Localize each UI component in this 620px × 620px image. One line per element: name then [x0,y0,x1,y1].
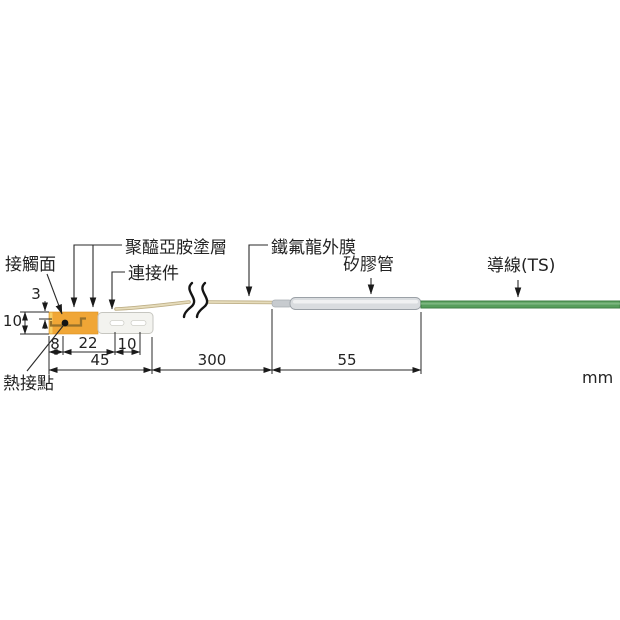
length-break-symbol [182,281,209,319]
connector-leader [108,271,125,310]
dimension-value-22: 22 [78,334,97,352]
hot-junction-dot [61,319,69,327]
vertical-dimensions: 10 3 [3,285,52,335]
dimension-value-8: 8 [50,335,60,353]
tube-highlight [293,300,418,304]
contact-surface-leader [46,273,63,315]
silicone-tube-label: 矽膠管 [343,255,394,275]
silicone-tube-part [271,297,422,310]
lead-wire-part [420,300,620,309]
dimension-value-10-slot: 10 [117,335,136,353]
horizontal-dimensions: 8 22 10 45 300 55 [48,309,422,374]
connector-part [97,312,154,334]
tube-neck [271,299,293,308]
polyimide-coating-label: 聚醯亞胺塗層 [125,237,227,258]
break-squiggle-icon [182,281,196,319]
teflon-wire [114,300,276,311]
unit-label-mm: mm [582,368,613,387]
dimension-value-55: 55 [337,351,356,369]
dimension-value-300: 300 [198,351,227,369]
connector-slot [130,320,147,326]
dimension-value-10-height: 10 [3,312,22,330]
teflon-film-label: 鐵氟龍外膜 [271,238,356,258]
teflon-wire-left [115,301,190,310]
hot-junction-label: 熱接點 [3,374,54,394]
thermocouple-wire-shape [49,317,86,327]
teflon-wire-right [207,301,275,304]
polyimide-leader-left [70,244,122,308]
teflon-film-leader [245,244,268,297]
sensor-head [48,311,99,335]
lead-wire-label: 導線(TS) [487,256,555,276]
hot-junction-leader [26,325,64,372]
callouts: 接觸面 聚醯亞胺塗層 連接件 鐵氟龍外膜 矽膠管 導線(TS) 熱接點 [3,237,555,394]
break-squiggle-icon [195,281,209,319]
dimension-value-45: 45 [90,351,109,369]
polyimide-tip-body [48,311,99,335]
connector-slot [109,320,125,326]
connector-body [97,312,154,334]
connector-label: 連接件 [128,264,179,284]
lead-wire-highlight [421,302,620,305]
contact-surface-label: 接觸面 [5,255,56,275]
dimension-value-3: 3 [31,285,41,303]
